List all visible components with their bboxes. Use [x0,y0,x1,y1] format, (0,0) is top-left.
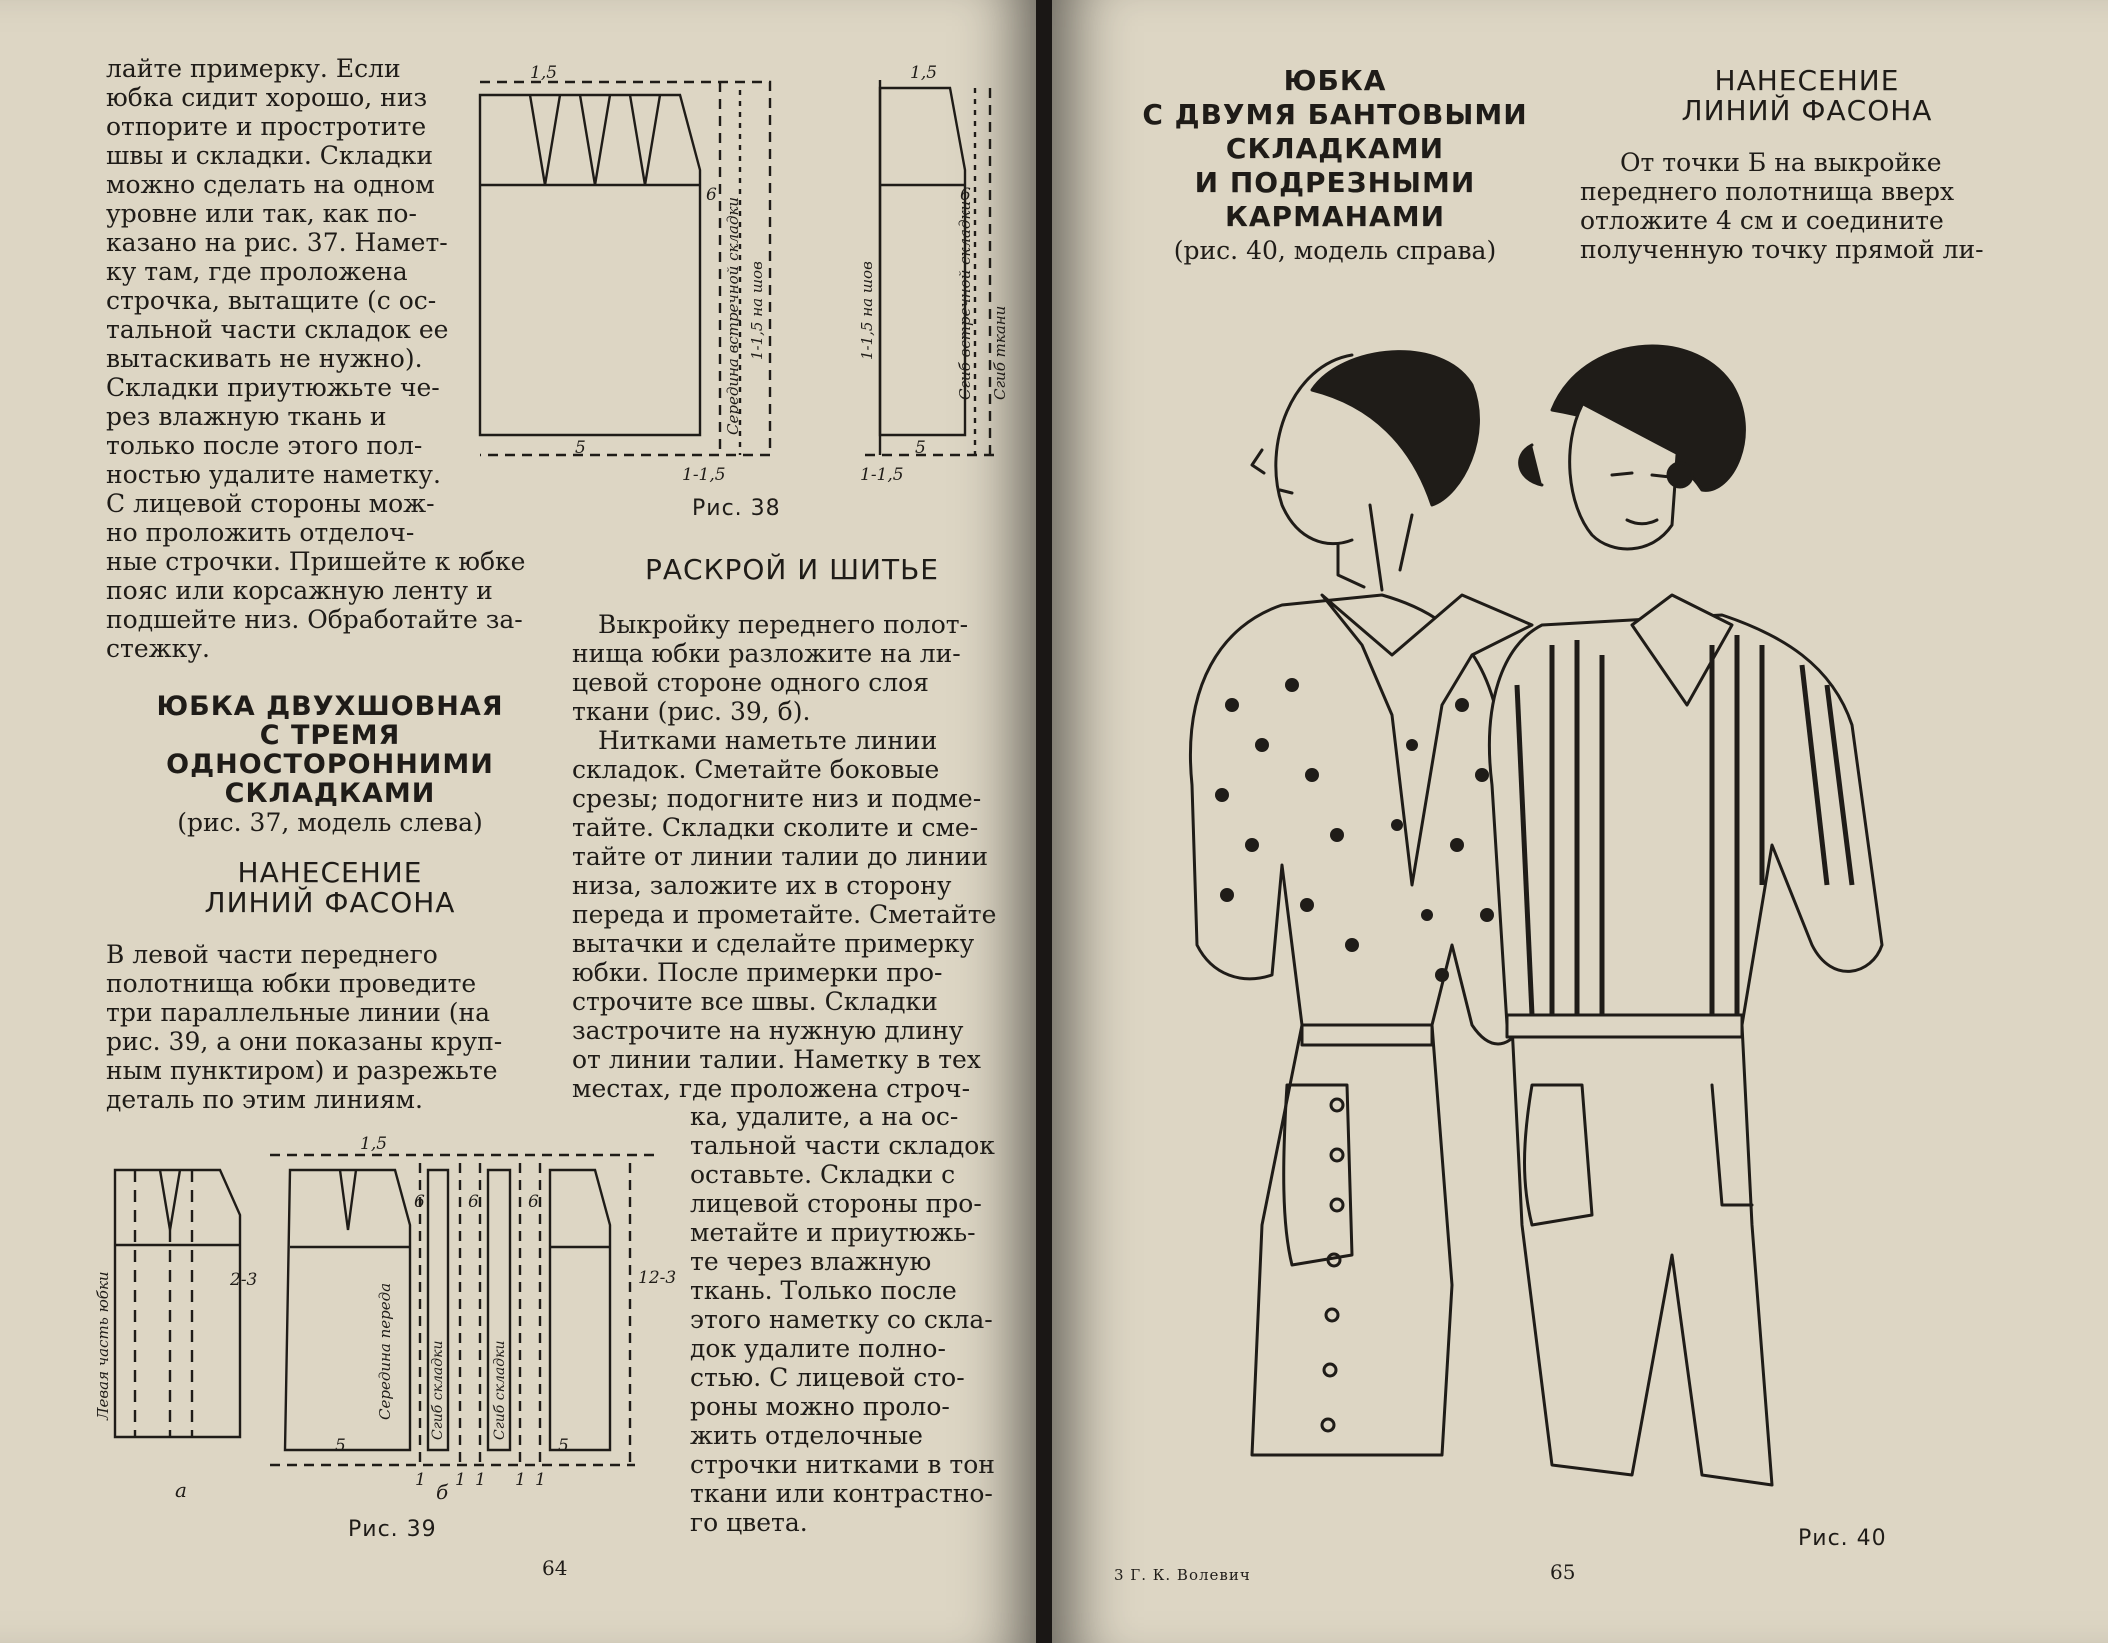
right-page: ЮБКА С ДВУМЯ БАНТОВЫМИ СКЛАДКАМИ И ПОДРЕ… [1052,0,2108,1643]
fig39-one-b: 1 [455,1470,466,1490]
fig38-rotated-d: Сгиб встречной складки [956,201,974,400]
cutting-heading: РАСКРОЙ И ШИТЬЕ [645,553,939,586]
cutting-paragraph-2: Нитками наметьте линии складок. Сметайте… [572,726,997,1103]
fig38-rotated-c: 1-1,5 на шов [858,261,876,360]
page-number-left: 64 [542,1556,568,1580]
fig38-six-label-2: 6 [960,185,971,205]
fig39-letter-a: а [175,1478,187,1502]
section-heading: ЮБКА ДВУХШОВНАЯ С ТРЕМЯ ОДНОСТОРОННИМИ С… [156,691,504,809]
marking-paragraph: В левой части переднего полотнища юбки п… [106,940,503,1114]
fig39-rotated-fold-b: Сгиб складки [492,1340,508,1440]
model-title: ЮБКА С ДВУМЯ БАНТОВЫМИ СКЛАДКАМИ И ПОДРЕ… [1142,64,1528,233]
fig39-one-e: 1 [535,1470,546,1490]
cutting-paragraph-1: Выкройку переднего полот- нища юбки разл… [572,610,969,726]
fig39-rotated-left: Левая часть юбки [94,1271,112,1421]
fig38-rotated-a: Середина встречной складки [724,197,742,435]
fig39-bottom-b: 5 [558,1436,569,1456]
fig39-rotated-fold-a: Сгиб складки [430,1340,446,1440]
marking-heading-right: НАНЕСЕНИЕ ЛИНИЙ ФАСОНА [1681,64,1933,127]
page-number-right: 65 [1550,1560,1576,1584]
figure-40-illustration [1189,344,1884,1487]
fig39-one-a: 1 [415,1470,426,1490]
fig38-rotated-b: 1-1,5 на шов [748,261,766,360]
fig39-right-range: 12-3 [638,1268,676,1288]
book-gutter [1036,0,1054,1643]
fig38-bottom-label-a: 5 [575,438,586,458]
left-page: лайте примерку. Если юбка сидит хорошо, … [0,0,1038,1643]
fig38-six-label: 6 [706,185,717,205]
fig38-foot-label-b: 1-1,5 [860,465,904,485]
fig39-rotated-mid: Середина переда [376,1283,394,1420]
fig39-top-label: 1,5 [360,1135,387,1154]
figure-38-pattern: 1,5 1,5 5 5 1-1,5 1-1,5 6 6 Середина вст… [478,63,1009,485]
figure-40-caption: Рис. 40 [1798,1526,1887,1551]
fig38-bottom-label-b: 5 [915,438,926,458]
fig39-letter-b: б [436,1480,449,1504]
marking-paragraph-right: От точки Б на выкройке переднего полотни… [1580,148,1984,264]
marking-heading: НАНЕСЕНИЕ ЛИНИЙ ФАСОНА [204,856,456,919]
fig39-bottom-a: 5 [335,1436,346,1456]
figure-39-pattern: 1,5 2-3 12-3 5 5 6 6 6 1 1 1 1 1 а б Лев… [94,1135,676,1504]
fig39-one-c: 1 [475,1470,486,1490]
fig38-foot-label-a: 1-1,5 [682,465,726,485]
fig39-six-a: 6 [414,1192,425,1212]
fig38-top-label-b: 1,5 [910,63,937,83]
model-title-sub: (рис. 40, модель справа) [1173,236,1497,265]
fig39-six-b: 6 [468,1192,479,1212]
fig38-rotated-e: Сгиб ткани [991,306,1009,400]
fig38-top-label-a: 1,5 [530,63,557,83]
fig39-left-range: 2-3 [229,1270,257,1290]
fig39-one-d: 1 [515,1470,526,1490]
fig39-six-c: 6 [528,1192,539,1212]
paragraph-continuation: лайте примерку. Если юбка сидит хорошо, … [106,54,526,663]
footer-signature: 3 Г. К. Волевич [1114,1566,1251,1584]
cutting-paragraph-3: ка, удалите, а на ос- тальной части скла… [690,1102,995,1537]
section-subheading: (рис. 37, модель слева) [177,808,483,837]
figure-39-caption: Рис. 39 [348,1517,437,1542]
figure-38-caption: Рис. 38 [692,496,781,521]
